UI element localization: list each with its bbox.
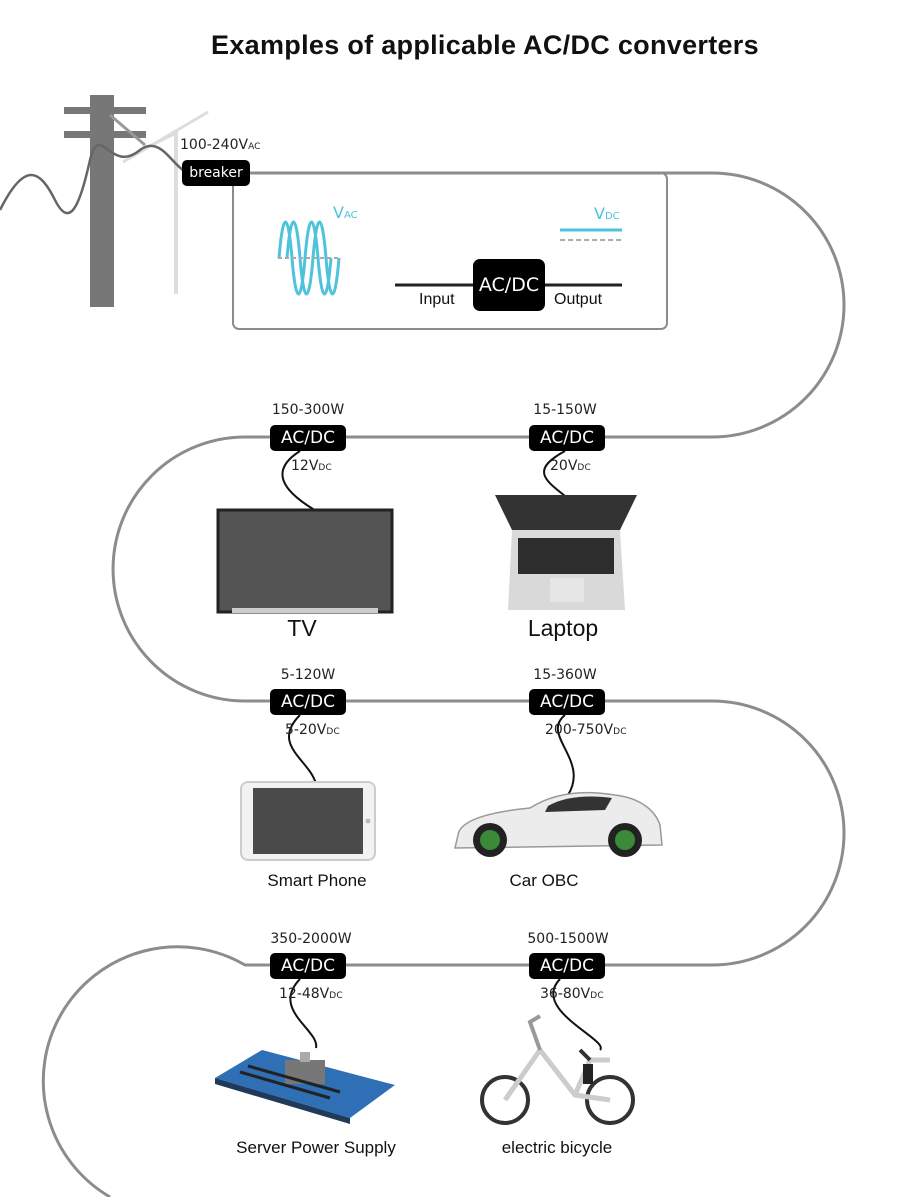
converter-box: AC/DC <box>473 259 545 311</box>
power-line <box>41 171 846 1197</box>
tv-icon <box>216 508 394 614</box>
grid-wire <box>0 143 187 215</box>
device-power: 5-120W <box>280 667 336 683</box>
converter-badge: AC/DC <box>270 425 346 451</box>
device-power: 150-300W <box>271 402 345 418</box>
dc-line-icon <box>560 228 622 241</box>
device-voltage: 12VDC <box>291 458 333 474</box>
device-name: TV <box>287 615 317 641</box>
device-power: 350-2000W <box>270 931 352 947</box>
ac-wave-icon <box>277 220 341 296</box>
ac-voltage-label: VAC <box>333 203 358 222</box>
device-power: 15-360W <box>533 667 597 683</box>
utility-pole-icon <box>64 95 209 307</box>
page-title: Examples of applicable AC/DC converters <box>211 30 759 60</box>
tablet-icon <box>240 781 376 861</box>
device-voltage: 20VDC <box>550 458 592 474</box>
device-voltage: 200-750VDC <box>545 722 627 738</box>
dc-voltage-label: VDC <box>594 204 620 223</box>
breaker-label: breaker <box>182 160 250 186</box>
input-voltage-label: 100-240VAC <box>180 137 261 153</box>
device-power: 15-150W <box>533 402 597 418</box>
server-board-icon <box>215 1050 395 1124</box>
converter-badge: AC/DC <box>270 689 346 715</box>
device-name: electric bicycle <box>501 1138 613 1157</box>
device-name: Car OBC <box>509 871 579 890</box>
device-name: Server Power Supply <box>236 1138 396 1157</box>
converter-badge: AC/DC <box>529 689 605 715</box>
device-voltage: 12-48VDC <box>279 986 343 1002</box>
device-voltage: 5-20VDC <box>285 722 340 738</box>
converter-badge: AC/DC <box>270 953 346 979</box>
car-icon <box>454 791 663 857</box>
device-name: Laptop <box>527 615 599 641</box>
device-power: 500-1500W <box>527 931 609 947</box>
device-cables <box>281 450 602 1051</box>
output-label: Output <box>554 291 603 308</box>
device-name: Smart Phone <box>267 871 367 890</box>
ebike-icon <box>480 1014 635 1125</box>
converter-badge: AC/DC <box>529 425 605 451</box>
laptop-icon <box>495 495 637 610</box>
converter-badge: AC/DC <box>529 953 605 979</box>
device-voltage: 36-80VDC <box>540 986 604 1002</box>
input-label: Input <box>419 291 455 308</box>
